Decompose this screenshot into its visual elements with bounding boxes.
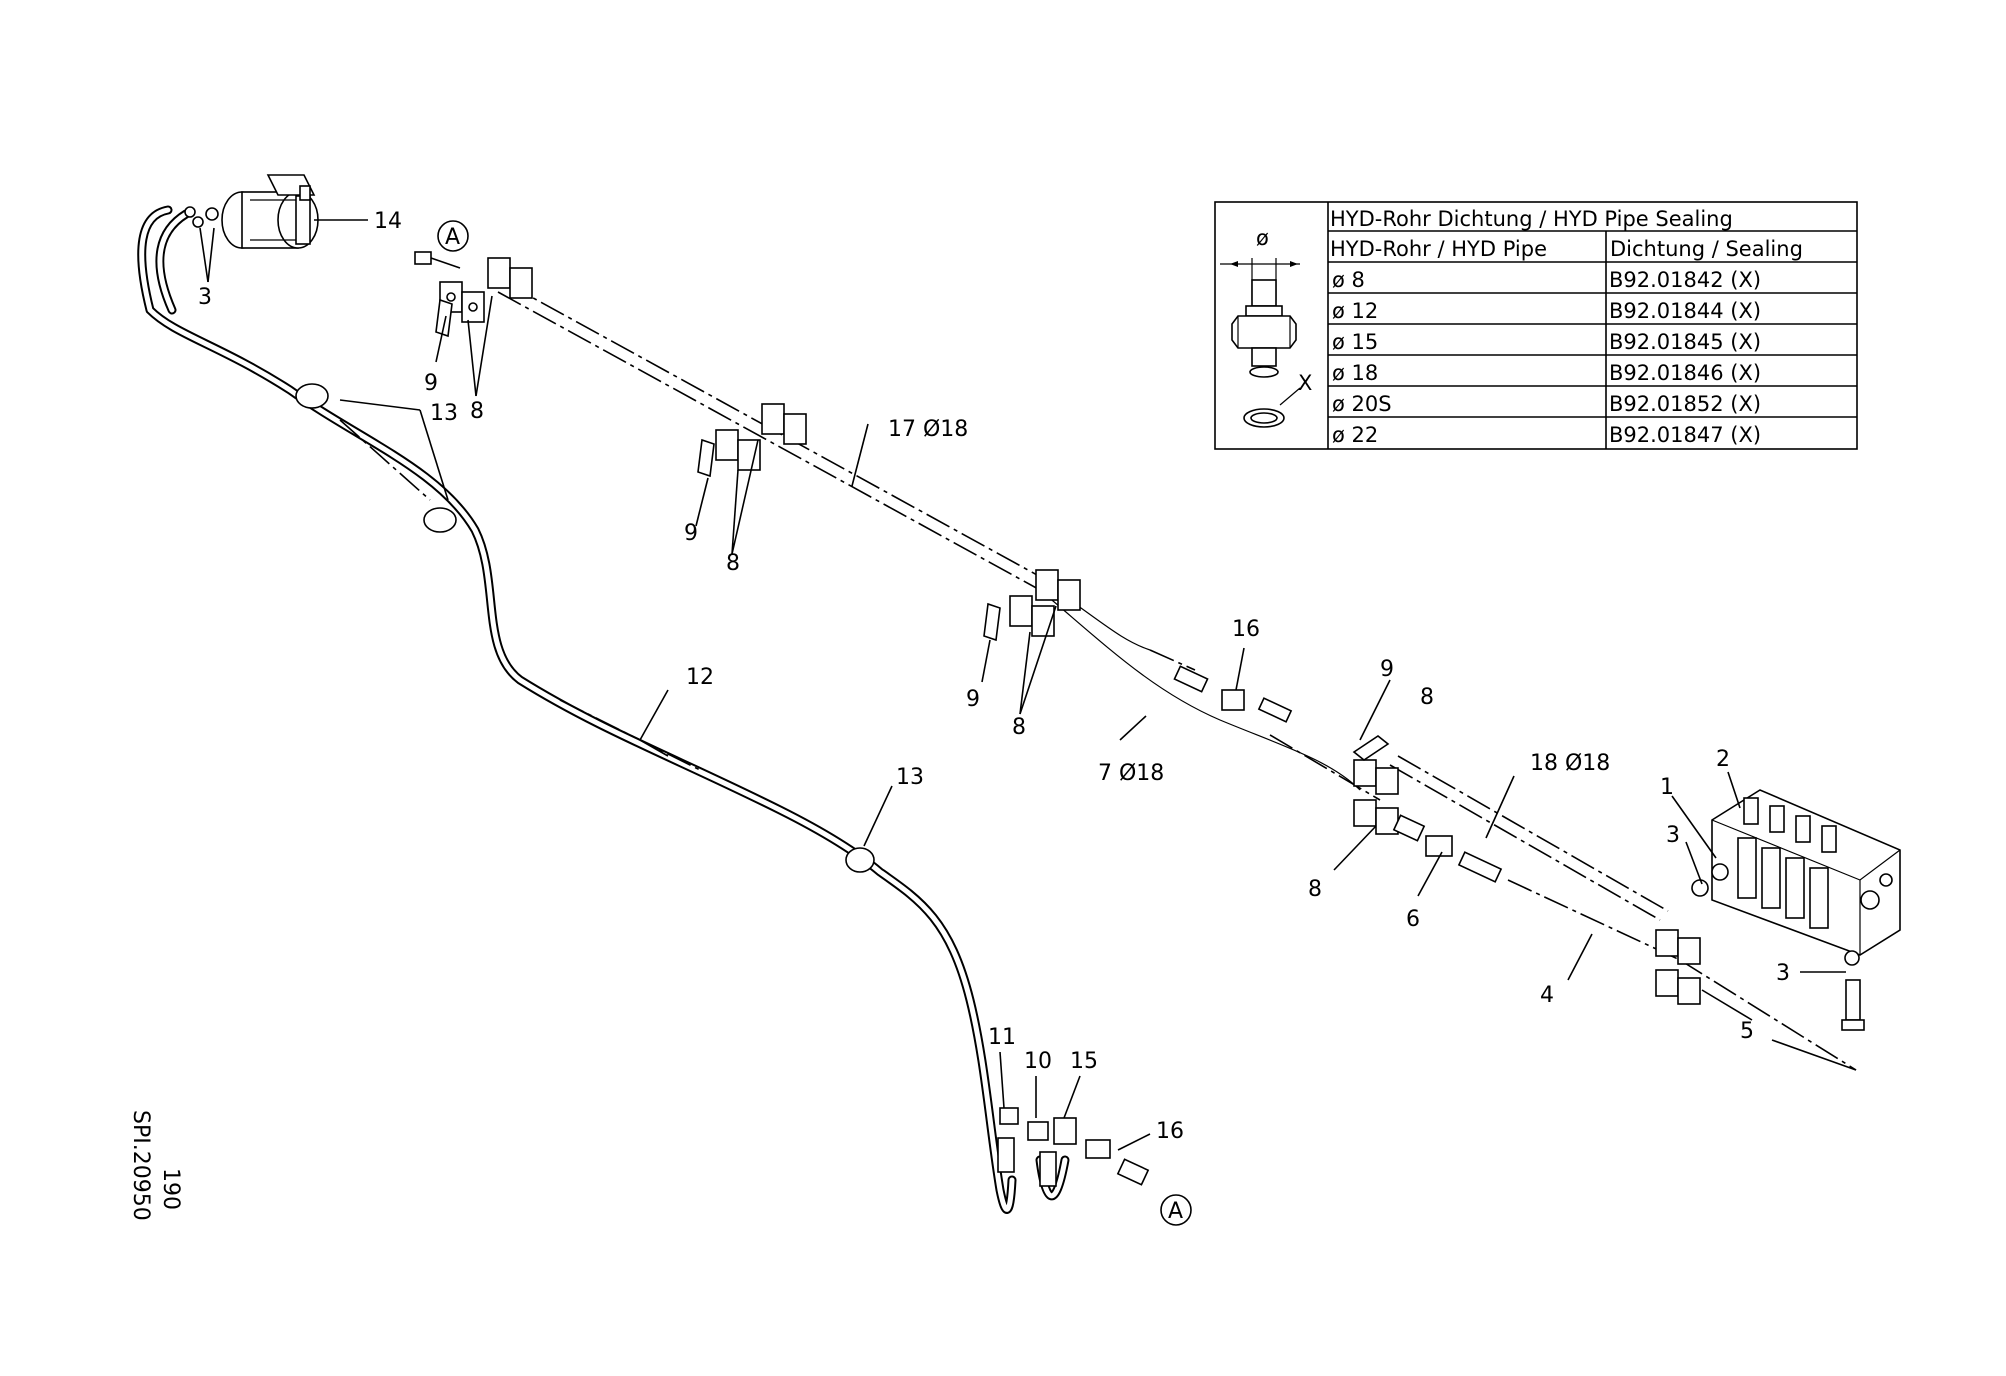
callout-16: 16 (1232, 617, 1260, 642)
sealing-table: HYD-Rohr Dichtung / HYD Pipe Sealing HYD… (1214, 201, 1858, 450)
callout-8: 8 (1308, 877, 1322, 902)
callout-9: 9 (684, 521, 698, 546)
table-row-seal: B92.01846 (X) (1609, 361, 1761, 385)
callout-9: 9 (966, 687, 980, 712)
view-marker-bottom: A (1160, 1194, 1192, 1226)
table-row-pipe: ø 18 (1332, 361, 1378, 385)
table-row-seal: B92.01852 (X) (1609, 392, 1761, 416)
callout-17: 17 Ø18 (888, 417, 968, 442)
table-row-seal: B92.01845 (X) (1609, 330, 1761, 354)
table-row-pipe: ø 12 (1332, 299, 1378, 323)
diameter-symbol: ø (1256, 226, 1269, 250)
callout-8: 8 (1012, 715, 1026, 740)
clamp-set-4 (1352, 735, 1399, 835)
pipe-4 (1507, 879, 1857, 1071)
seal-marker: X (1298, 371, 1312, 395)
callout-8: 8 (726, 551, 740, 576)
callout-18: 18 Ø18 (1530, 751, 1610, 776)
motor (184, 174, 319, 249)
clamp-set-5 (1655, 929, 1701, 1005)
view-marker-label: A (445, 225, 460, 250)
callout-16: 16 (1156, 1119, 1184, 1144)
pipe-7 (1039, 581, 1381, 801)
callout-4: 4 (1540, 983, 1554, 1008)
control-valve (1691, 789, 1901, 1031)
leader-lines (199, 219, 1857, 1151)
callout-1: 1 (1660, 775, 1674, 800)
table-row-seal: B92.01844 (X) (1609, 299, 1761, 323)
sheet-number: 190 (158, 1168, 183, 1210)
table-row-pipe: ø 20S (1332, 392, 1392, 416)
view-marker-label: A (1168, 1199, 1183, 1224)
pipe-17 (497, 282, 1049, 591)
table-row-seal: B92.01847 (X) (1609, 423, 1761, 447)
table-row-pipe: ø 15 (1332, 330, 1378, 354)
clamp-set-1 (414, 251, 533, 338)
view-marker-top: A (437, 220, 469, 252)
pipe-18 (1389, 755, 1669, 921)
callout-6: 6 (1406, 907, 1420, 932)
callout-9: 9 (424, 371, 438, 396)
fittings (997, 665, 1503, 1187)
callout-2: 2 (1716, 747, 1730, 772)
callout-3: 3 (1776, 961, 1790, 986)
callout-14: 14 (374, 209, 402, 234)
hose-clamps (295, 383, 875, 873)
callout-9: 9 (1380, 657, 1394, 682)
table-title: HYD-Rohr Dichtung / HYD Pipe Sealing (1330, 207, 1733, 231)
clamp-set-2 (697, 403, 807, 478)
table-row-pipe: ø 22 (1332, 423, 1378, 447)
callout-13: 13 (896, 765, 924, 790)
callout-13: 13 (430, 401, 458, 426)
callout-5: 5 (1740, 1019, 1754, 1044)
callouts: 14 3 9 8 13 17 Ø18 9 8 9 8 12 13 7 Ø18 1… (198, 209, 1790, 1144)
hose-12 (137, 205, 1070, 1214)
table-row-seal: B92.01842 (X) (1609, 268, 1761, 292)
callout-12: 12 (686, 665, 714, 690)
sheet-id: SPI.20950 (128, 1110, 153, 1221)
callout-7: 7 Ø18 (1098, 761, 1164, 786)
callout-15: 15 (1070, 1049, 1098, 1074)
callout-11: 11 (988, 1025, 1016, 1050)
table-row-pipe: ø 8 (1332, 268, 1365, 292)
seal-fitting-illustration: ø X (1220, 226, 1312, 428)
callout-3: 3 (1666, 823, 1680, 848)
table-header-pipe: HYD-Rohr / HYD Pipe (1330, 237, 1547, 261)
callout-8: 8 (1420, 685, 1434, 710)
clamp-set-3 (983, 569, 1081, 642)
table-header-seal: Dichtung / Sealing (1610, 237, 1803, 261)
callout-8: 8 (470, 399, 484, 424)
callout-10: 10 (1024, 1049, 1052, 1074)
callout-3: 3 (198, 285, 212, 310)
